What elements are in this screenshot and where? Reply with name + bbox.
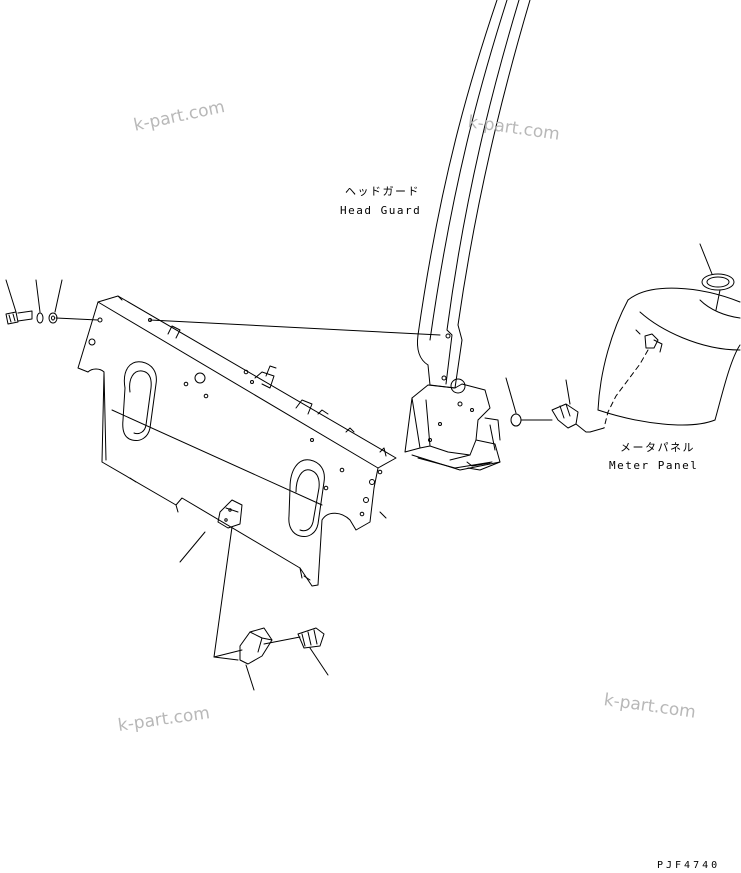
dash-plate [77, 295, 397, 587]
bolt-washer-set [5, 279, 99, 325]
meter-panel [589, 243, 741, 433]
meter-panel-label-jp: メータパネル [620, 441, 695, 454]
drawing-code: PJF4740 [657, 860, 721, 871]
head-guard-pillar [417, 0, 531, 389]
head-guard-label-jp: ヘッドガード [345, 185, 420, 198]
head-guard-label-en: Head Guard [340, 204, 422, 217]
meter-panel-label-en: Meter Panel [609, 459, 699, 472]
lower-bracket [179, 526, 329, 691]
connection-line [149, 319, 441, 336]
meter-fittings [505, 377, 591, 433]
head-guard-bracket [404, 378, 501, 471]
